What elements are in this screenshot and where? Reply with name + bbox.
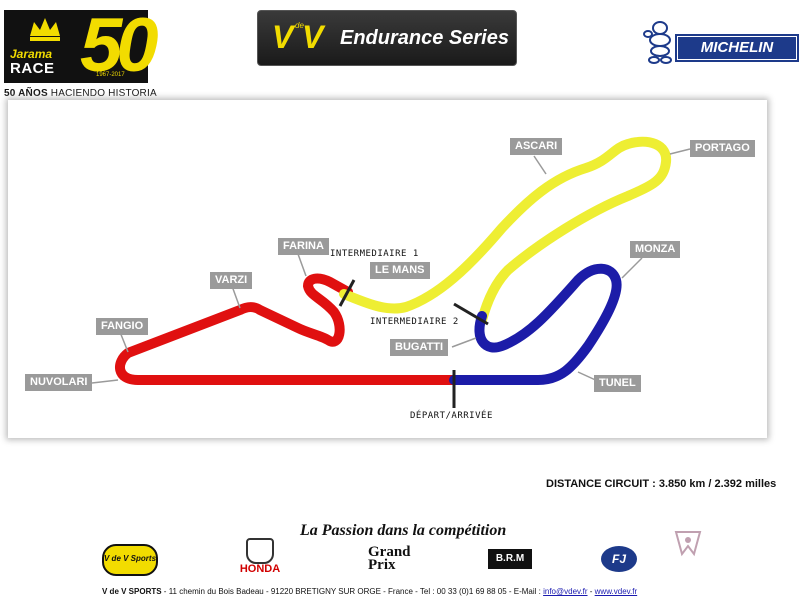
corner-label-monza: MONZA [630,241,681,258]
corner-label-fangio: FANGIO [96,318,149,335]
brm-logo: B.R.M [488,549,532,569]
jarama-race-word: RACE [10,60,55,77]
jarama-years: 1967-2017 [96,72,125,78]
intermediate-1-line [338,279,356,307]
tagline-bold: 50 AÑOS [4,88,48,99]
portago-callout [669,148,691,155]
jarama-race-logo: Jarama RACE 50 1967-2017 [4,6,159,86]
fangio-callout [119,331,129,353]
honda-logo: HONDA [232,538,288,578]
michelin-man-icon [643,21,672,64]
michelin-logo: MICHELIN [643,20,799,64]
vdev-v-right: V [302,19,324,55]
vv-sports-logo: V de V Sports [102,544,158,576]
jarama-word: Jarama [10,47,53,61]
series-name: Endurance Series [340,27,509,49]
vdev-de: de [295,21,304,30]
circuit-distance: DISTANCE CIRCUIT : 3.850 km / 2.392 mill… [546,478,777,490]
intermediate-1-label: INTERMEDIAIRE 1 [330,249,419,259]
corner-label-nuvolari: NUVOLARI [25,374,93,391]
address-company: V de V SPORTS [102,587,162,596]
address-text: - 11 chemin du Bois Badeau - 91220 BRETI… [161,587,544,596]
contact-address: V de V SPORTS - 11 chemin du Bois Badeau… [102,587,637,596]
website-link[interactable]: www.vdev.fr [594,587,638,596]
corner-label-varzi: VARZI [210,272,253,289]
grand-prix-word-2: Prix [368,557,396,573]
corner-label-ascari: ASCARI [510,138,563,155]
michelin-wordmark: MICHELIN [675,34,799,62]
vdev-v-left: V [272,19,294,55]
honda-word: HONDA [239,563,281,575]
crown-icon [30,18,60,41]
corner-label-portago: PORTAGO [690,140,755,157]
grand-prix-logo: Grand Prix [368,544,411,573]
corner-label-tunel: TUNEL [594,375,641,392]
circuit-track [91,136,691,408]
varzi-callout [231,285,241,309]
team-fj-logo: FJ [601,546,637,572]
nuvolari-callout [91,379,119,384]
track-sector-3 [449,263,622,385]
corner-label-le-mans: LE MANS [370,262,430,279]
track-sector-2 [339,136,672,325]
address-separator: - [587,587,595,596]
jarama-50-number: 50 [80,3,159,88]
vdev-endurance-series-banner: V de V Endurance Series [257,10,517,66]
anniversary-tagline: 50 AÑOS HACIENDO HISTORIA [4,88,157,99]
international-series-emblem-icon [674,531,702,557]
monza-callout [621,257,643,279]
start-finish-label: DÉPART/ARRIVÉE [410,411,493,421]
email-link[interactable]: info@vdev.fr [543,587,588,596]
corner-label-bugatti: BUGATTI [390,339,449,356]
bugatti-callout [451,337,477,348]
grand-prix-word-1: Grand [368,544,411,560]
farina-callout [297,253,307,277]
ascari-callout [533,155,547,175]
circuit-map: FANGIO VARZI FARINA NUVOLARI ASCARI PORT… [8,100,767,438]
tagline-rest: HACIENDO HISTORIA [47,88,157,99]
honda-h-icon [246,538,274,564]
track-sector-1 [115,273,459,385]
intermediate-2-label: INTERMEDIAIRE 2 [370,317,459,327]
slogan: La Passion dans la compétition [300,522,507,539]
corner-label-farina: FARINA [278,238,329,255]
intermediate-2-line [453,302,489,326]
